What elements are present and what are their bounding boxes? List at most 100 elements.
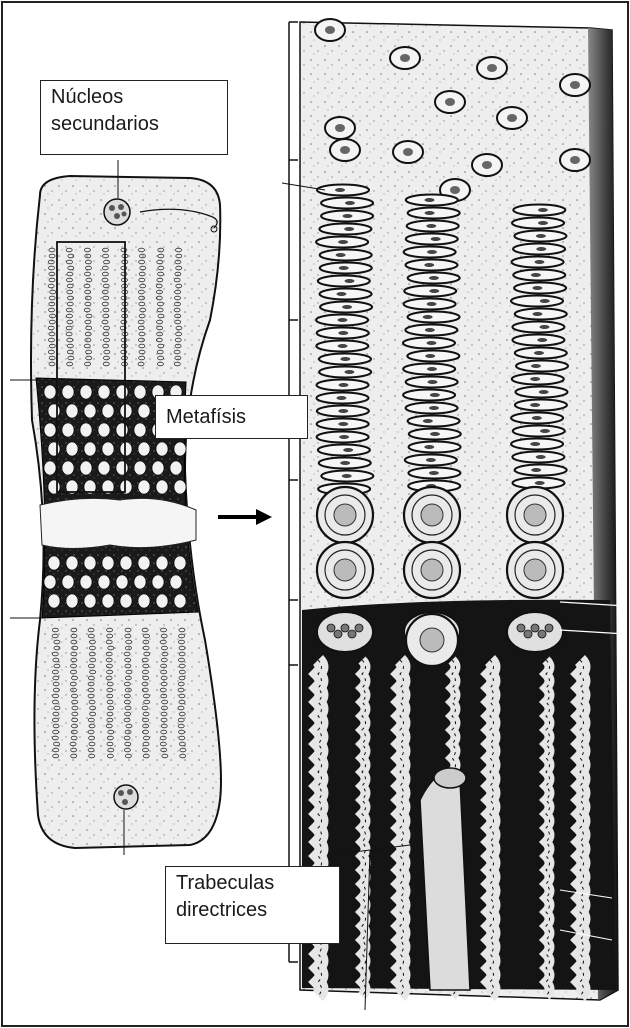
hypertrophic-chondrocytes [317, 487, 563, 666]
label-trabeculas-line1: Trabeculas [176, 870, 329, 897]
cell-nucleus [570, 81, 580, 89]
cell-nucleus [342, 305, 352, 309]
cell-nucleus [335, 188, 345, 192]
cell-nucleus [338, 240, 348, 244]
cell-nucleus [427, 302, 437, 306]
band-cell [44, 423, 56, 437]
cell-nucleus [403, 148, 413, 156]
band-cell [174, 480, 186, 494]
blood-cell [327, 624, 335, 632]
band-cell [62, 461, 74, 475]
band-cell [156, 556, 168, 570]
cell-nucleus [430, 393, 440, 397]
band-cell [170, 461, 182, 475]
band-cell [170, 575, 182, 589]
band-cell [66, 594, 78, 608]
cell-nucleus [429, 276, 439, 280]
band-cell [48, 404, 60, 418]
proliferative-cell [408, 312, 460, 323]
band-cell [134, 423, 146, 437]
band-cell [48, 556, 60, 570]
band-cell [138, 442, 150, 456]
cell-nucleus [534, 351, 544, 355]
band-cell [44, 575, 56, 589]
cell-nucleus [423, 419, 433, 423]
cell-nucleus [534, 260, 544, 264]
band-cell [48, 594, 60, 608]
band-cell [98, 423, 110, 437]
proliferative-cell [511, 296, 563, 307]
proliferative-cell [515, 400, 567, 411]
band-cell [152, 461, 164, 475]
cell-nucleus [426, 224, 436, 228]
cell-nucleus [345, 201, 355, 205]
cell-nucleus [334, 504, 356, 526]
cell-nucleus [532, 416, 542, 420]
cell-nucleus [524, 559, 546, 581]
cell-nucleus [537, 338, 547, 342]
band-cell [98, 385, 110, 399]
cell-nucleus [420, 628, 444, 652]
band-cell [84, 556, 96, 570]
cell-nucleus [487, 64, 497, 72]
ossification-front [40, 498, 196, 548]
band-cell [84, 594, 96, 608]
cell-nucleus [538, 208, 548, 212]
cell-nucleus [540, 299, 550, 303]
band-cell [80, 575, 92, 589]
band-cell [84, 442, 96, 456]
band-cell [80, 385, 92, 399]
band-cell [116, 385, 128, 399]
proliferative-cell [403, 390, 455, 401]
blood-cell [334, 630, 342, 638]
cell-nucleus [531, 364, 541, 368]
band-cell [116, 423, 128, 437]
band-cell [156, 480, 168, 494]
proliferative-cell [513, 426, 565, 437]
cell-nucleus [530, 403, 540, 407]
cell-nucleus [426, 458, 436, 462]
cell-nucleus [530, 442, 540, 446]
cell-nucleus [336, 396, 346, 400]
cell-nucleus [427, 380, 437, 384]
cell-nucleus [340, 357, 350, 361]
cell-nucleus [421, 504, 443, 526]
band-cell [62, 385, 74, 399]
band-cell [134, 575, 146, 589]
band-cell [102, 594, 114, 608]
band-cell [134, 385, 146, 399]
proliferative-cell [409, 442, 461, 453]
cell-nucleus [450, 186, 460, 194]
band-cell [102, 556, 114, 570]
band-cell [48, 442, 60, 456]
proliferative-cell [516, 361, 568, 372]
cell-nucleus [427, 367, 437, 371]
cell-nucleus [482, 161, 492, 169]
proliferative-cell [320, 250, 372, 261]
secondary-nucleus-top [104, 199, 130, 225]
cell-nucleus [539, 390, 549, 394]
band-cell [138, 480, 150, 494]
cell-nucleus [338, 331, 348, 335]
cell-nucleus [339, 435, 349, 439]
proliferative-cell [318, 276, 370, 287]
band-cell [156, 594, 168, 608]
blood-cell [348, 630, 356, 638]
label-trabeculas-directrices: Trabeculas directrices [165, 866, 340, 944]
band-cell [66, 442, 78, 456]
cell-nucleus [342, 474, 352, 478]
label-metafisis-text: Metafísis [166, 399, 297, 435]
cell-nucleus [431, 237, 441, 241]
cell-nucleus [336, 253, 346, 257]
cell-nucleus [338, 422, 348, 426]
cell-nucleus [532, 286, 542, 290]
cell-nucleus [424, 263, 434, 267]
cell-nucleus [532, 312, 542, 316]
band-cell [102, 404, 114, 418]
proliferative-cell [408, 416, 460, 427]
band-cell [116, 461, 128, 475]
growth-plate-detail [282, 19, 626, 1010]
blood-cell [524, 630, 532, 638]
cell-nucleus [424, 445, 434, 449]
label-metafisis: Metafísis [155, 395, 308, 439]
